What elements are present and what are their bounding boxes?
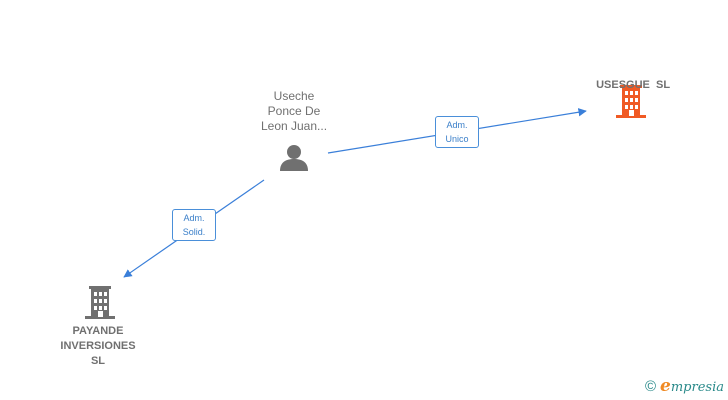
person-label-line: Leon Juan... [260,119,328,133]
brand-rest: mpresia [670,380,724,395]
payande-label-line: SL [90,355,106,367]
usesgue-node-label[interactable]: USESGUE SL [570,63,690,93]
person-label-line: Ponce De [267,104,321,118]
payande-node-label[interactable]: PAYANDE INVERSIONES SL [48,324,148,369]
relation-label-adm-unico[interactable]: Adm. Unico [435,116,479,148]
building-icon[interactable] [616,85,646,118]
empresia-logo: empresia [660,376,724,396]
usesgue-label: USESGUE SL [596,79,671,91]
relation-label-line: Unico [445,134,469,144]
relation-label-line: Solid. [182,227,206,237]
building-icon[interactable] [85,286,115,319]
person-node-label[interactable]: Useche Ponce De Leon Juan... [244,89,344,134]
brand-initial: e [660,376,671,396]
copyright-symbol: © [644,377,657,395]
person-label-line: Useche [273,89,315,103]
relation-label-line: Adm. [183,213,205,223]
relation-label-line: Adm. [446,120,468,130]
relation-label-adm-solid[interactable]: Adm. Solid. [172,209,216,241]
payande-label-line: INVERSIONES [60,340,136,352]
payande-label-line: PAYANDE [72,325,124,337]
footer-brand[interactable]: © empresia [645,376,724,396]
person-icon[interactable] [280,145,308,171]
